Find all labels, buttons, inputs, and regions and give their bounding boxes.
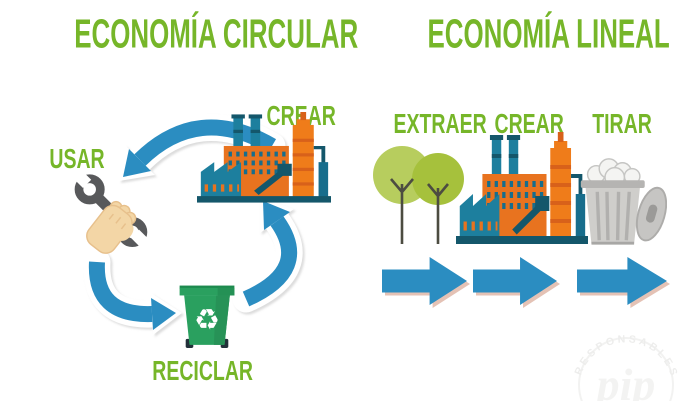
tree-icon — [373, 146, 464, 244]
recycle-symbol-icon: ♻ — [194, 305, 220, 337]
factory-icon — [456, 132, 588, 247]
label-usar: USAR — [49, 143, 105, 175]
trash-lid — [635, 186, 667, 242]
label-tirar: TIRAR — [592, 108, 652, 140]
watermark-logo-text: pip — [593, 359, 656, 401]
trash-ridges — [595, 191, 631, 241]
cycle-arrow-use-to-recycle-icon — [83, 248, 182, 335]
trash-can-icon — [580, 158, 667, 245]
watermark-logo: RESPONSABLES pip — [572, 333, 678, 401]
factory-icon — [197, 112, 331, 205]
recycle-bin-icon: ♻ — [179, 285, 235, 348]
label-crear-lineal: CREAR — [494, 108, 564, 140]
cycle-arrow-recycle-to-create-icon — [232, 197, 303, 313]
label-reciclar: RECICLAR — [152, 355, 254, 387]
hand-wrench-icon — [70, 170, 152, 254]
right-arrow-icon — [577, 257, 667, 305]
hand-icon — [86, 200, 137, 254]
tree-trunks — [390, 178, 449, 244]
right-arrow-icon — [382, 257, 467, 305]
right-arrow-icon — [473, 257, 557, 305]
